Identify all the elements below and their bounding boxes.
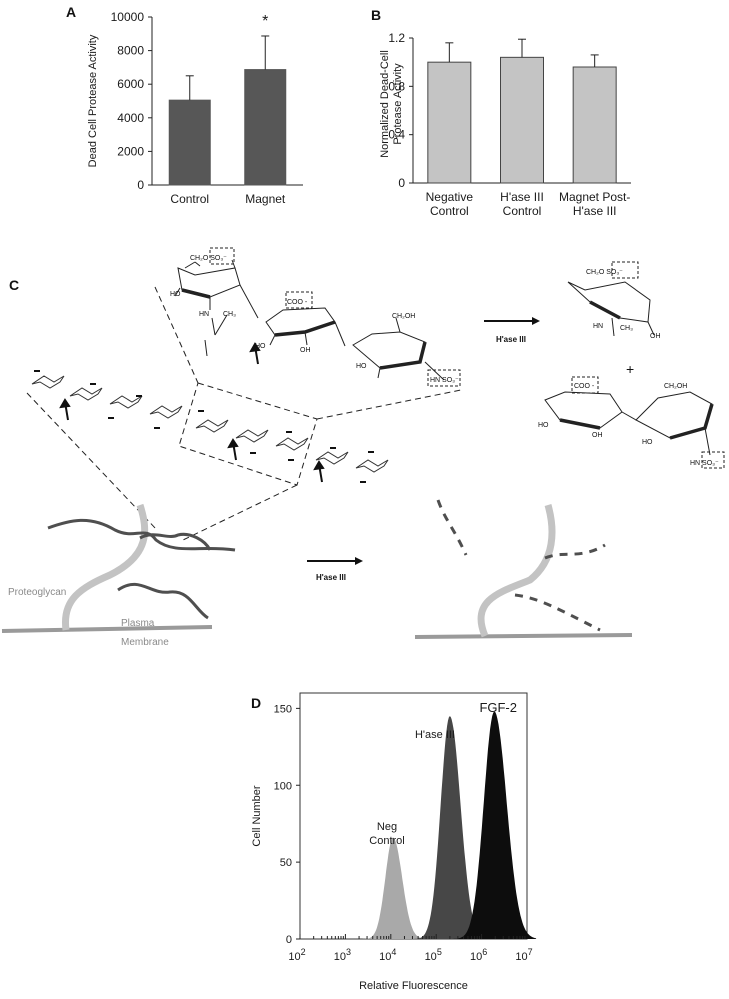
x-tick-label: Control (170, 192, 209, 206)
y-tick-label: 10000 (111, 10, 145, 24)
chem-structure-product-2 (544, 376, 725, 469)
svg-text:Membrane: Membrane (121, 637, 169, 648)
panel-d-label: D (251, 695, 261, 711)
plus-sign: + (626, 361, 634, 377)
y-tick-label: 0 (286, 934, 292, 946)
schematic-diagram: CH₂O SO₃⁻ COO - HO HN CH₃ CH₂OH HO OH HO… (1, 247, 725, 648)
bar (244, 69, 287, 186)
cleavage-arrows (59, 342, 325, 483)
zoom-box (178, 382, 318, 486)
y-tick-label: 0 (137, 178, 144, 192)
x-tick-label: Magnet (245, 192, 286, 206)
svg-text:HO: HO (255, 343, 266, 350)
svg-text:HN: HN (593, 323, 603, 330)
y-tick-label: 8000 (117, 44, 144, 58)
chem-labels-right: CH₂O SO₃⁻ HN CH₃ OH + COO - CH₂OH HO OH … (538, 269, 719, 467)
svg-text:CH₂OH: CH₂OH (392, 313, 415, 320)
x-tick-label: 105 (425, 947, 442, 963)
enzyme-arrow-top: H'ase III (484, 317, 540, 344)
svg-text:HN: HN (199, 311, 209, 318)
chem-structure-product-1 (567, 261, 655, 337)
y-tick-label: 0.4 (388, 128, 405, 142)
x-tick-label: Magnet Post-H'ase III (559, 190, 630, 218)
svg-text:COO -: COO - (574, 383, 595, 390)
panel-a-label: A (66, 4, 76, 20)
svg-text:CH₃: CH₃ (223, 311, 236, 318)
histogram-series-2 (452, 711, 537, 939)
y-tick-label: 0 (398, 176, 405, 190)
hs-chain-rings (31, 375, 389, 473)
svg-text:H'ase III: H'ase III (496, 335, 526, 344)
chart-title: FGF-2 (479, 700, 517, 715)
y-tick-label: 0.8 (388, 79, 405, 93)
y-axis-label: Cell Number (251, 785, 263, 846)
enzyme-arrow-bottom: H'ase III (307, 557, 363, 582)
svg-text:COO -: COO - (287, 299, 308, 306)
bar (168, 99, 211, 186)
bar (500, 56, 544, 184)
svg-text:HN SO₃⁻: HN SO₃⁻ (690, 460, 719, 467)
y-tick-label: 4000 (117, 111, 144, 125)
proteoglycan-labels: Proteoglycan Plasma Membrane (8, 587, 169, 648)
histogram-series-0 (362, 837, 424, 939)
x-tick-label: 102 (288, 947, 305, 963)
panel-d-histogram: 0 50 100 150 102 103 104 105 106 107 FGF-2Relative… (251, 692, 537, 992)
series-label-hase-iii: H'ase III (415, 729, 455, 741)
x-tick-label: 104 (379, 947, 396, 963)
y-tick-label: 150 (274, 703, 292, 715)
svg-text:HO: HO (356, 363, 367, 370)
panel-c-label: C (9, 277, 19, 293)
svg-text:CH₂O SO₃⁻: CH₂O SO₃⁻ (586, 269, 623, 276)
svg-text:OH: OH (300, 347, 311, 354)
y-tick-label: 50 (280, 857, 292, 869)
chem-structure-top (174, 247, 461, 387)
svg-text:OH: OH (592, 432, 603, 439)
y-axis-label: Dead Cell Protease Activity (87, 34, 99, 167)
y-tick-label: 2000 (117, 144, 144, 158)
svg-text:CH₃: CH₃ (620, 325, 633, 332)
zoom-lines (26, 286, 462, 541)
svg-text:Plasma: Plasma (121, 618, 155, 629)
svg-text:CH₂O SO₃⁻: CH₂O SO₃⁻ (190, 255, 227, 262)
svg-text:OH: OH (650, 333, 661, 340)
panel-b-label: B (371, 7, 381, 23)
proteoglycan-intact (1, 503, 236, 633)
svg-text:HO: HO (538, 422, 549, 429)
significance-marker: * (262, 13, 268, 30)
svg-text:CH₂OH: CH₂OH (664, 383, 687, 390)
svg-text:HN SO₃⁻: HN SO₃⁻ (430, 377, 459, 384)
y-tick-label: 100 (274, 780, 292, 792)
histogram-series-1 (413, 716, 487, 939)
x-tick-label: 106 (470, 947, 487, 963)
x-tick-label: 107 (515, 947, 532, 963)
chem-labels-top: CH₂O SO₃⁻ COO - HO HN CH₃ CH₂OH HO OH HO… (170, 255, 459, 384)
svg-text:Proteoglycan: Proteoglycan (8, 587, 66, 598)
svg-text:HO: HO (642, 439, 653, 446)
y-axis-label: Normalized Dead-CellProtease Activity (379, 50, 404, 158)
svg-text:H'ase III: H'ase III (316, 573, 346, 582)
y-tick-label: 6000 (117, 77, 144, 91)
bar (572, 66, 617, 184)
x-axis-label: Relative Fluorescence (359, 980, 468, 992)
proteoglycan-digested (414, 499, 633, 639)
svg-text:HO: HO (170, 291, 181, 298)
x-tick-label: 103 (334, 947, 351, 963)
bar (427, 61, 472, 184)
y-tick-label: 1.2 (388, 31, 405, 45)
chain-charges (34, 370, 374, 483)
